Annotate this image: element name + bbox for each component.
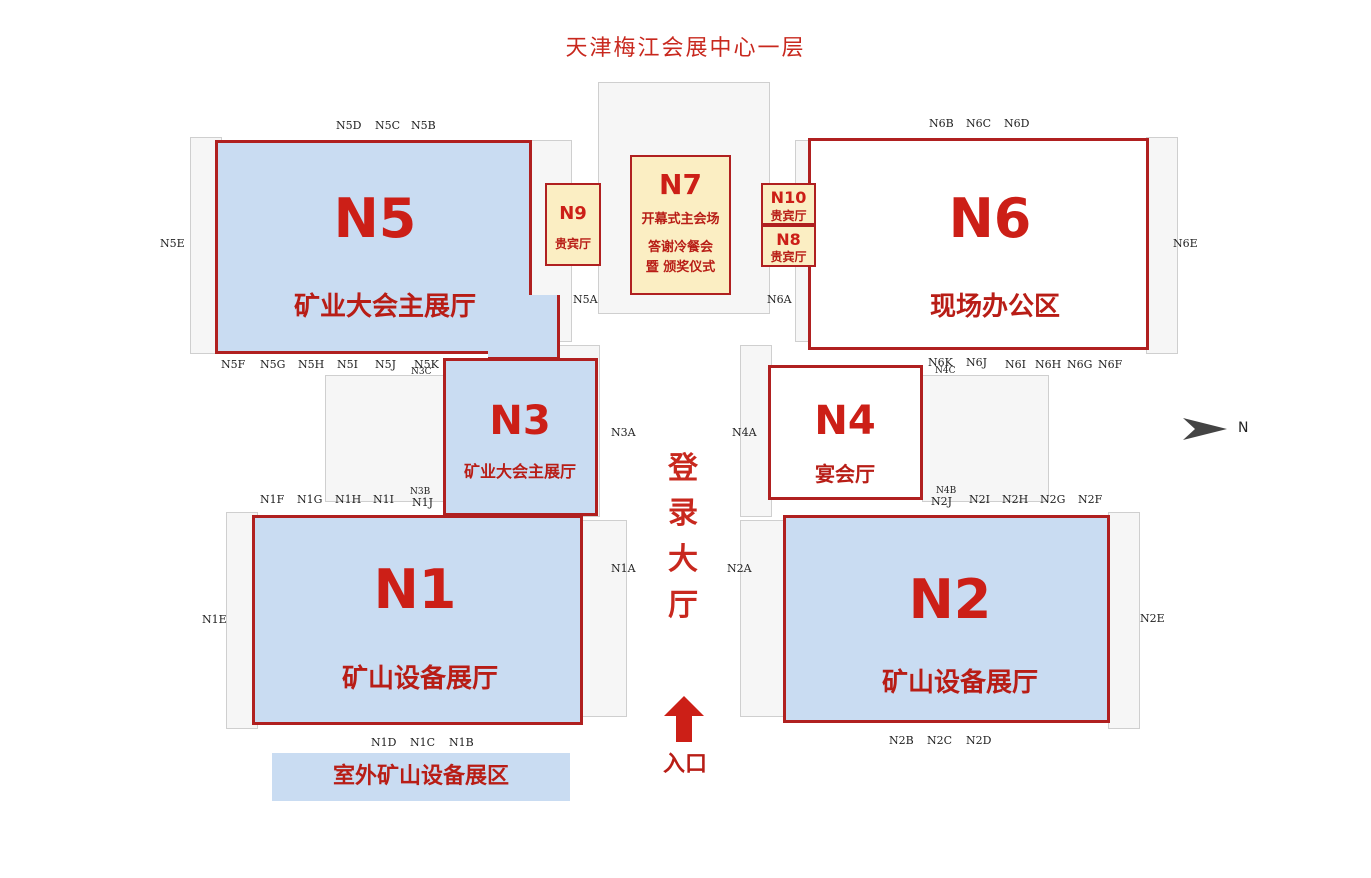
gate-n1c: N1C (410, 736, 436, 749)
north-label: N (1238, 420, 1249, 436)
gate-n2i: N2I (969, 493, 990, 506)
gate-n2f: N2F (1078, 493, 1103, 506)
hall-n1-code: N1 (373, 558, 457, 621)
hall-n7[interactable] (630, 155, 731, 295)
gate-n5b: N5B (411, 119, 436, 132)
gate-n6i: N6I (1005, 358, 1026, 371)
floorplan-lobby-west (580, 520, 627, 717)
gate-n6g: N6G (1067, 358, 1093, 371)
gate-n6b: N6B (929, 117, 954, 130)
gate-n1e: N1E (202, 613, 227, 626)
gate-n2c: N2C (927, 734, 953, 747)
outdoor-exhibition-area[interactable]: 室外矿山设备展区 (272, 753, 570, 801)
gate-n5j: N5J (375, 358, 397, 371)
hall-n5-code: N5 (333, 187, 417, 250)
gate-n6d: N6D (1004, 117, 1030, 130)
hall-n4-label: 宴会厅 (815, 462, 875, 486)
hall-n7-line1: 开幕式主会场 (641, 212, 720, 227)
gate-n3a: N3A (611, 426, 636, 439)
gate-n2a: N2A (727, 562, 752, 575)
floorplan-n4-corridor (740, 345, 772, 517)
gate-n1b: N1B (449, 736, 474, 749)
hall-n1-label: 矿山设备展厅 (341, 664, 498, 694)
hall-n2[interactable] (783, 515, 1110, 723)
hall-n5-label: 矿业大会主展厅 (293, 292, 476, 322)
gate-n2j: N2J (931, 495, 953, 508)
hall-n2-code: N2 (908, 568, 992, 631)
hall-n5[interactable] (215, 140, 532, 354)
entrance-label[interactable]: 入口 (662, 752, 707, 777)
gate-n6f: N6F (1098, 358, 1123, 371)
floorplan-n2-wing (1108, 512, 1140, 729)
hall-n5-connector (488, 295, 560, 360)
hall-n4[interactable] (768, 365, 923, 500)
lobby-char-2: 录 (668, 496, 698, 531)
hall-n6-code: N6 (948, 187, 1032, 250)
gate-n6j: N6J (966, 356, 988, 369)
gate-n1j: N1J (412, 496, 434, 509)
lobby-char-1: 登 (668, 451, 698, 486)
gate-n1d: N1D (371, 736, 397, 749)
hall-n9-label: 贵宾厅 (554, 237, 591, 251)
gate-n5d: N5D (336, 119, 362, 132)
gate-n2b: N2B (889, 734, 914, 747)
hall-n8[interactable] (761, 225, 816, 267)
hall-n10-label: 贵宾厅 (770, 209, 807, 223)
gate-n4a: N4A (732, 426, 757, 439)
hall-n6-label: 现场办公区 (929, 292, 1060, 322)
hall-n3-code: N3 (489, 398, 551, 444)
hall-n7-line2: 答谢冷餐会 (647, 240, 713, 255)
hall-n10-code: N10 (770, 188, 807, 207)
north-arrow-icon (1183, 418, 1227, 440)
gate-n3c: N3C (411, 367, 432, 377)
lobby-char-3: 大 (668, 542, 698, 577)
gate-n3b: N3B (410, 487, 431, 497)
hall-n4-code: N4 (814, 398, 876, 444)
hall-n3-label: 矿业大会主展厅 (463, 462, 576, 481)
gate-n2g: N2G (1040, 493, 1066, 506)
gate-n5k: N5K (414, 358, 439, 371)
hall-n2-label: 矿山设备展厅 (881, 668, 1038, 698)
hall-n9-code: N9 (559, 203, 587, 224)
gate-n1f: N1F (260, 493, 285, 506)
hall-n3[interactable] (443, 358, 598, 516)
gate-n5f: N5F (221, 358, 246, 371)
hall-n9[interactable] (545, 183, 601, 266)
hall-n10[interactable] (761, 183, 816, 225)
hall-n7-code: N7 (659, 168, 702, 201)
hall-n7-line3: 暨 颁奖仪式 (645, 260, 716, 275)
floorplan-west-middle (325, 375, 445, 502)
gate-n1h: N1H (335, 493, 362, 506)
lobby-char-4: 厅 (668, 588, 698, 623)
floorplan-lobby-east (740, 520, 787, 717)
gate-n5a: N5A (573, 293, 598, 306)
gate-n4c: N4C (935, 366, 956, 376)
gate-n2d: N2D (966, 734, 992, 747)
gate-n6k: N6K (928, 356, 953, 369)
gate-n2e: N2E (1140, 612, 1165, 625)
gate-n2h: N2H (1002, 493, 1029, 506)
gate-n5e: N5E (160, 237, 185, 250)
floorplan-east-middle (922, 375, 1049, 502)
map-title: 天津梅江会展中心一层 (565, 36, 806, 61)
gate-n5g: N5G (260, 358, 286, 371)
gate-n1i: N1I (373, 493, 394, 506)
gate-n1a: N1A (611, 562, 636, 575)
hall-n1[interactable] (252, 515, 583, 725)
gate-n6e: N6E (1173, 237, 1198, 250)
gate-n1g: N1G (297, 493, 323, 506)
hall-n8-label: 贵宾厅 (770, 250, 807, 264)
hall-n8-code: N8 (776, 230, 801, 249)
gate-n5h: N5H (298, 358, 325, 371)
gate-n6a: N6A (767, 293, 792, 306)
gate-n6c: N6C (966, 117, 992, 130)
gate-n5i: N5I (337, 358, 358, 371)
gate-n5c: N5C (375, 119, 401, 132)
gate-n6h: N6H (1035, 358, 1062, 371)
gate-n4b: N4B (936, 486, 957, 496)
entrance-arrow-icon (664, 696, 704, 742)
